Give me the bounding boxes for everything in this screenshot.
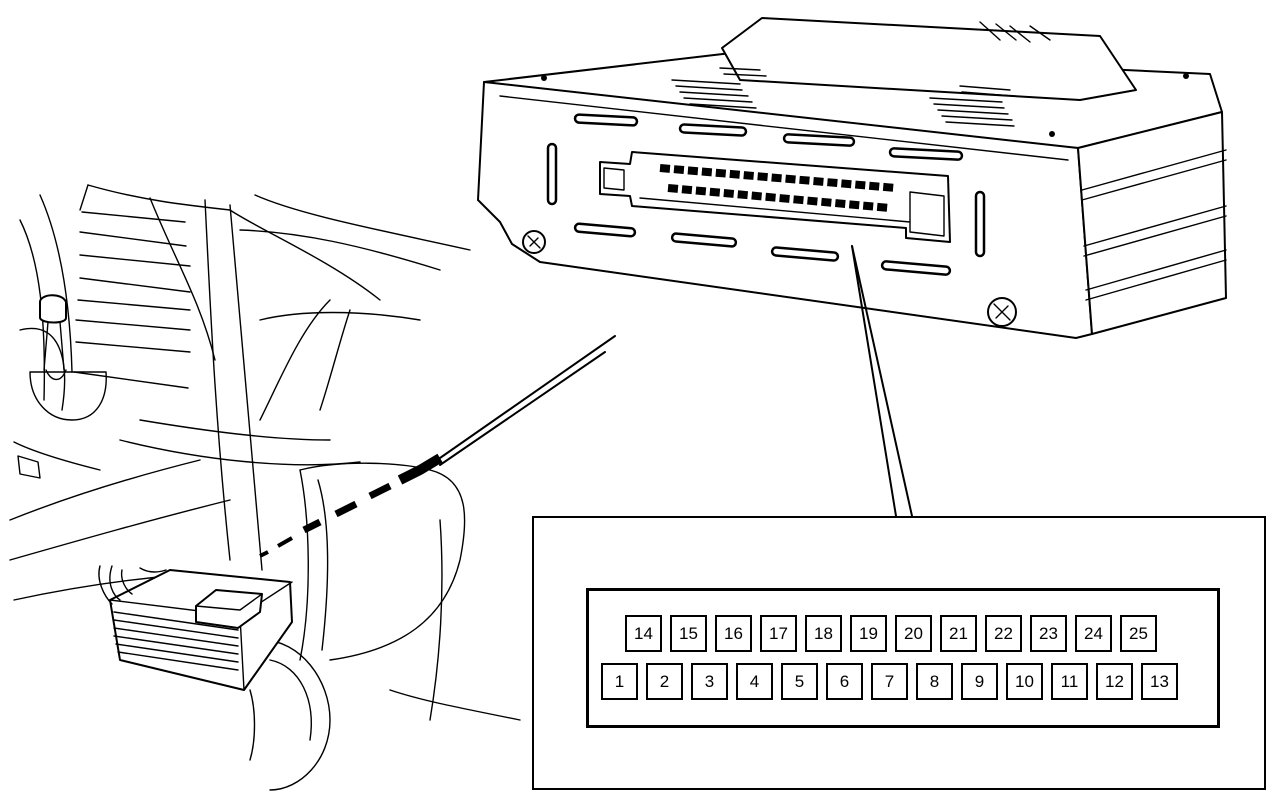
pin: 5 <box>781 663 818 700</box>
pin-row-bottom: 1 2 3 4 5 6 7 8 9 10 11 12 13 <box>601 663 1178 700</box>
gearshift-knob-icon <box>29 294 107 421</box>
pin: 16 <box>715 615 752 652</box>
pin: 4 <box>736 663 773 700</box>
pin: 9 <box>961 663 998 700</box>
pin: 1 <box>601 663 638 700</box>
pin-row-top: 14 15 16 17 18 19 20 21 22 23 24 25 <box>625 615 1157 652</box>
pin: 24 <box>1075 615 1112 652</box>
pin: 21 <box>940 615 977 652</box>
pin: 11 <box>1051 663 1088 700</box>
pin: 14 <box>625 615 662 652</box>
pin: 23 <box>1030 615 1067 652</box>
pin: 7 <box>871 663 908 700</box>
pin-layout-detail: 14 15 16 17 18 19 20 21 22 23 24 25 1 2 … <box>532 516 1266 790</box>
pin: 20 <box>895 615 932 652</box>
pin: 6 <box>826 663 863 700</box>
pin: 3 <box>691 663 728 700</box>
pin: 10 <box>1006 663 1043 700</box>
pin: 17 <box>760 615 797 652</box>
pin: 8 <box>916 663 953 700</box>
connector-face: 14 15 16 17 18 19 20 21 22 23 24 25 1 2 … <box>586 588 1220 728</box>
car-interior-sketch <box>9 184 616 791</box>
pin: 22 <box>985 615 1022 652</box>
control-unit-icon <box>98 565 293 691</box>
pin: 13 <box>1141 663 1178 700</box>
pin: 25 <box>1120 615 1157 652</box>
screw-head-icon <box>522 230 1017 327</box>
pin: 18 <box>805 615 842 652</box>
pin: 12 <box>1096 663 1133 700</box>
pin: 2 <box>646 663 683 700</box>
control-unit-large <box>477 17 1227 517</box>
pin: 15 <box>670 615 707 652</box>
pin: 19 <box>850 615 887 652</box>
